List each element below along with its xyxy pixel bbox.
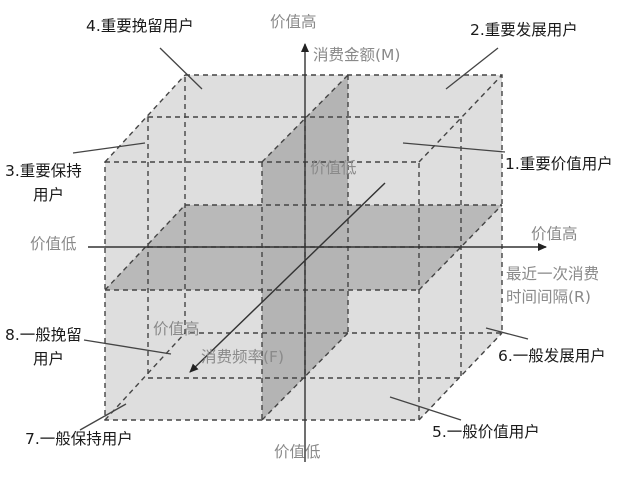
r-axis-low-label: 价值低 bbox=[30, 235, 77, 253]
segment-7-label: 7.一般保持用户 bbox=[25, 430, 133, 448]
segment-6-label: 6.一般发展用户 bbox=[498, 347, 606, 365]
segment-8-label-line1: 8.一般挽留 bbox=[5, 326, 82, 344]
m-axis-high-label: 价值高 bbox=[270, 13, 317, 31]
r-axis-high-label: 价值高 bbox=[531, 225, 578, 243]
f-axis-low-label: 价值低 bbox=[310, 159, 357, 177]
leader-lines bbox=[72, 47, 529, 431]
r-axis-name-line2: 时间间隔(R) bbox=[506, 288, 591, 306]
r-axis-name-line1: 最近一次消费 bbox=[506, 265, 600, 283]
segment-3-label-line1: 3.重要保持 bbox=[5, 162, 82, 180]
f-axis-high-label: 价值高 bbox=[153, 320, 200, 338]
segment-3-label-line2: 用户 bbox=[33, 186, 65, 204]
segment-1-label: 1.重要价值用户 bbox=[505, 155, 613, 173]
segment-8-label-line2: 用户 bbox=[33, 350, 65, 368]
f-axis-name-label: 消费频率(F) bbox=[201, 348, 285, 366]
f-axis bbox=[189, 182, 386, 373]
m-axis-name-label: 消费金额(M) bbox=[313, 46, 401, 64]
m-axis-low-label: 价值低 bbox=[274, 443, 321, 461]
segment-5-label: 5.一般价值用户 bbox=[432, 423, 540, 441]
segment-2-label: 2.重要发展用户 bbox=[470, 21, 578, 39]
segment-4-label: 4.重要挽留用户 bbox=[86, 17, 194, 35]
